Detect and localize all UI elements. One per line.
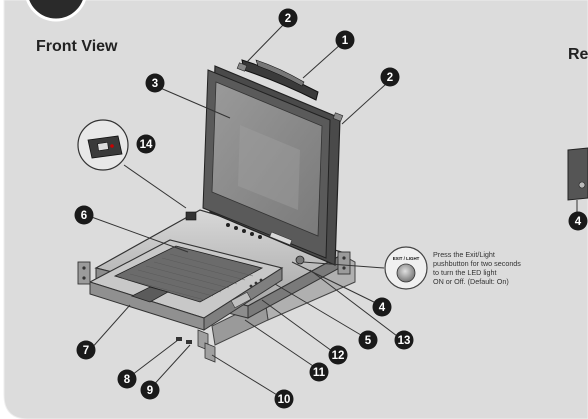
callout-12: 12 — [328, 345, 348, 365]
lcd-screen-reflection — [238, 125, 300, 210]
lid-latch-right — [332, 112, 344, 122]
callout-2-left: 2 — [278, 8, 298, 28]
svg-text:12: 12 — [332, 350, 345, 362]
keyboard — [113, 245, 264, 303]
svg-text:4: 4 — [575, 216, 582, 228]
right-rack-ear — [337, 251, 351, 275]
lid-latch-left — [236, 62, 248, 72]
rear-callout-4: 4 — [568, 211, 588, 231]
svg-text:11: 11 — [313, 367, 326, 379]
svg-text:14: 14 — [140, 139, 153, 151]
left-rack-ear — [77, 261, 91, 285]
lcd-lid-handle-grip — [255, 59, 305, 87]
callout-14: 14 — [136, 134, 156, 154]
led-light-bar — [269, 231, 293, 246]
front-ports — [176, 337, 192, 344]
svg-text:13: 13 — [398, 335, 411, 347]
callout-10: 10 — [274, 389, 294, 409]
note-line-3: to turn the LED light — [433, 268, 497, 277]
callout-9: 9 — [140, 380, 160, 400]
note-line-4: ON or Off. (Default: On) — [433, 277, 509, 286]
leader-lines — [85, 23, 402, 399]
svg-text:6: 6 — [81, 210, 87, 222]
note-line-1: Press the Exit/Light — [433, 250, 495, 259]
lcd-screen — [211, 81, 323, 237]
front-handle-right — [204, 342, 216, 363]
power-switch — [185, 211, 197, 221]
header-circle-icon — [26, 0, 86, 22]
front-view-title: Front View — [36, 38, 118, 55]
exit-light-zoom: EXIT / LIGHT — [302, 246, 428, 290]
rear-view-device — [567, 147, 588, 212]
svg-text:1: 1 — [342, 35, 349, 47]
side-ports — [230, 278, 263, 309]
svg-text:4: 4 — [379, 302, 386, 314]
callout-8: 8 — [117, 369, 137, 389]
svg-text:10: 10 — [278, 394, 291, 406]
callout-13: 13 — [394, 330, 414, 350]
rear-view-title: Re — [568, 46, 588, 63]
svg-text:9: 9 — [147, 385, 153, 397]
svg-text:7: 7 — [83, 345, 89, 357]
callout-11: 11 — [309, 362, 329, 382]
svg-text:2: 2 — [387, 72, 393, 84]
callout-7: 7 — [76, 340, 96, 360]
callout-2-right: 2 — [380, 67, 400, 87]
zoom-inset-power-switch — [77, 119, 187, 209]
keyboard-keys — [121, 253, 254, 301]
kvm-console-device — [77, 59, 356, 363]
callout-4: 4 — [372, 297, 392, 317]
svg-text:3: 3 — [152, 78, 158, 90]
lcd-control-buttons — [226, 223, 262, 239]
callout-5: 5 — [358, 330, 378, 350]
exit-light-label: EXIT / LIGHT — [393, 256, 420, 261]
callout-6: 6 — [74, 205, 94, 225]
callout-3: 3 — [145, 73, 165, 93]
exit-light-note: Press the Exit/Light pushbutton for two … — [433, 250, 521, 286]
svg-text:8: 8 — [124, 374, 131, 386]
callout-1: 1 — [335, 30, 355, 50]
svg-text:2: 2 — [285, 13, 291, 25]
svg-text:5: 5 — [365, 335, 372, 347]
note-line-2: pushbutton for two seconds — [433, 259, 521, 268]
touchpad — [130, 286, 170, 303]
exit-light-button-small — [295, 255, 305, 265]
exit-light-button — [396, 263, 416, 283]
